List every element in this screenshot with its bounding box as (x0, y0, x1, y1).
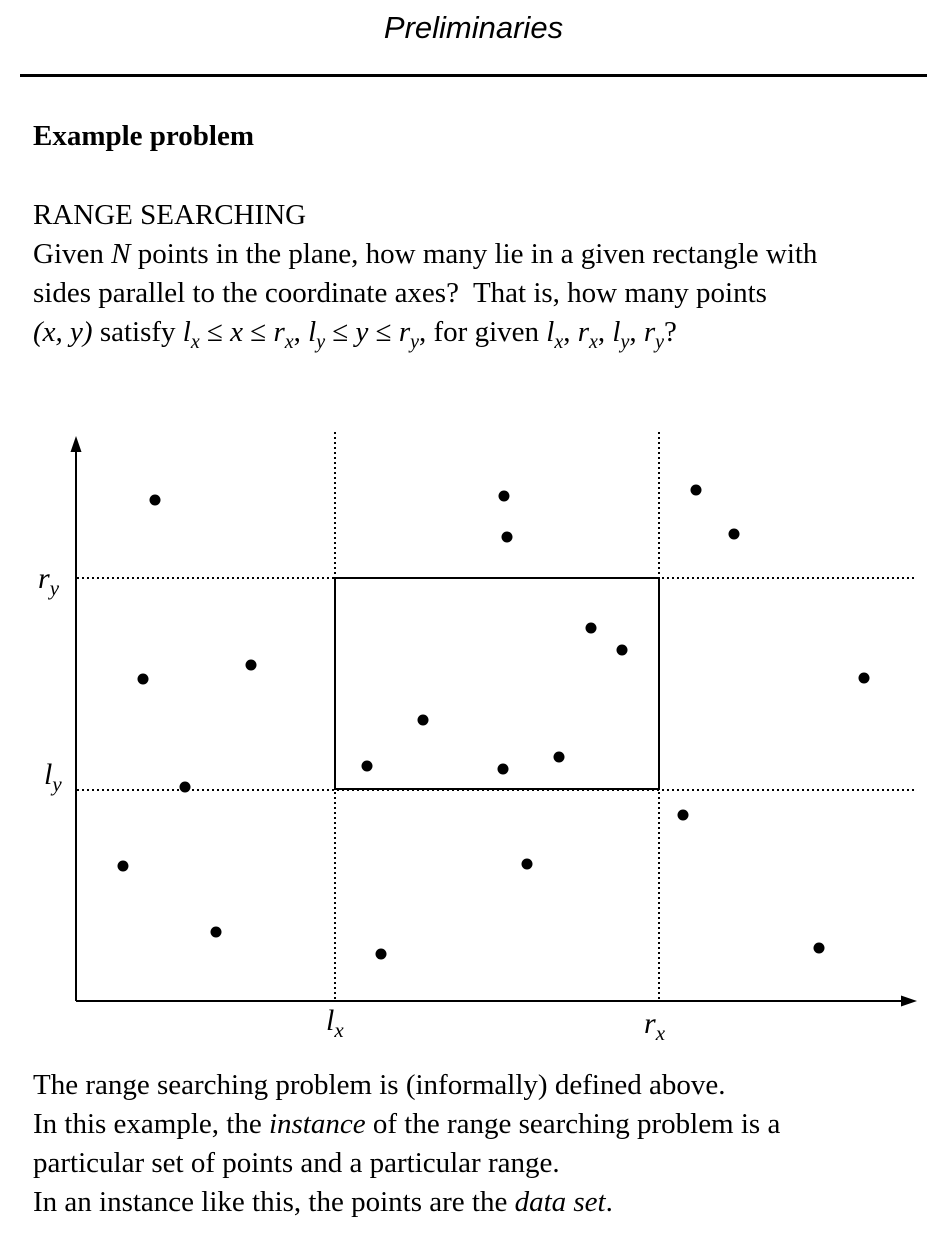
r-x-label: rx (644, 1007, 665, 1044)
footer-line-1: The range searching problem is (informal… (33, 1066, 933, 1105)
data-point (179, 781, 191, 793)
text-segment: l (182, 316, 191, 348)
label-base: r (644, 1007, 656, 1040)
data-point (677, 809, 689, 821)
text-segment: r (398, 316, 411, 348)
data-point (498, 490, 510, 502)
text-segment: data set (514, 1186, 606, 1218)
text-segment: y (620, 330, 630, 353)
data-point (585, 622, 597, 634)
data-point (813, 942, 825, 954)
data-point (149, 494, 161, 506)
text-segment: r (643, 316, 656, 348)
text-segment: l (546, 316, 555, 348)
text-segment: In this example, the (33, 1108, 269, 1140)
text-segment: x (589, 330, 598, 353)
label-subscript: y (52, 772, 62, 796)
closing-text: The range searching problem is (informal… (33, 1066, 933, 1222)
text-segment: y (316, 330, 326, 353)
y-axis-arrowhead (70, 436, 82, 452)
text-segment: In an instance like this, the points are… (33, 1186, 515, 1218)
label-base: l (44, 758, 53, 791)
text-segment: of the range searching problem is a (365, 1108, 781, 1140)
data-point (245, 659, 257, 671)
data-point (375, 948, 387, 960)
text-segment: , (597, 316, 613, 348)
footer-line-3: particular set of points and a particula… (33, 1144, 933, 1183)
text-segment: Given (33, 238, 112, 270)
problem-line-3: (x, y) satisfy lx ≤ x ≤ rx, ly ≤ y ≤ ry,… (33, 313, 933, 352)
data-point (117, 860, 129, 872)
text-segment: x (554, 330, 564, 353)
label-base: r (38, 562, 50, 595)
l-y-label: ly (44, 758, 62, 795)
text-segment: N (111, 238, 131, 270)
text-segment: , (293, 316, 309, 348)
text-segment: sides parallel to the coordinate axes? T… (33, 277, 767, 309)
text-segment: satisfy (92, 316, 183, 348)
data-point (417, 714, 429, 726)
label-subscript: y (49, 576, 60, 600)
text-segment: x (284, 330, 294, 353)
text-segment: ≤ (243, 316, 274, 348)
problem-statement: RANGE SEARCHING Given N points in the pl… (33, 196, 933, 352)
text-segment: y (355, 316, 369, 348)
data-point (858, 672, 870, 684)
text-segment: (x, y) (33, 316, 93, 348)
text-segment: instance (268, 1108, 366, 1140)
text-segment: l (612, 316, 621, 348)
text-segment: y (655, 330, 665, 353)
text-segment: . (605, 1186, 613, 1218)
text-segment: points in the plane, how many lie in a g… (130, 238, 818, 270)
data-point (361, 760, 373, 772)
problem-label: RANGE SEARCHING (33, 199, 307, 231)
query-rectangle (334, 577, 660, 790)
text-segment: ? (664, 316, 677, 348)
header-rule (20, 74, 927, 77)
text-segment: ≤ (199, 316, 231, 348)
text-segment: particular set of points and a particula… (33, 1147, 560, 1179)
label-subscript: x (334, 1018, 344, 1042)
text-segment: , (563, 316, 578, 348)
text-segment: ≤ (325, 316, 356, 348)
data-point (497, 763, 509, 775)
problem-line-1: Given N points in the plane, how many li… (33, 235, 933, 274)
data-point (501, 531, 513, 543)
data-point (690, 484, 702, 496)
data-point (210, 926, 222, 938)
footer-line-2: In this example, the instance of the ran… (33, 1105, 933, 1144)
label-base: l (326, 1004, 335, 1037)
page-title: Preliminaries (383, 10, 564, 45)
text-segment: r (273, 316, 285, 348)
text-segment: ≤ (368, 316, 399, 348)
r-y-label: ry (38, 562, 59, 599)
problem-line-2: sides parallel to the coordinate axes? T… (33, 274, 933, 313)
footer-line-4: In an instance like this, the points are… (33, 1183, 933, 1222)
text-segment: The range searching problem is (informal… (33, 1069, 726, 1101)
text-segment: y (410, 330, 419, 353)
label-subscript: x (655, 1021, 666, 1045)
text-segment: , (629, 316, 644, 348)
data-point (521, 858, 533, 870)
text-segment: , for given (419, 316, 547, 348)
text-segment: l (308, 316, 317, 348)
text-segment: x (190, 330, 200, 353)
data-point (616, 644, 628, 656)
data-point (137, 673, 149, 685)
text-segment: r (577, 316, 589, 348)
data-point (553, 751, 565, 763)
l-x-label: lx (326, 1004, 344, 1041)
data-point (728, 528, 740, 540)
text-segment: x (230, 316, 244, 348)
x-axis-arrowhead (901, 995, 917, 1007)
section-heading: Example problem (33, 120, 254, 152)
